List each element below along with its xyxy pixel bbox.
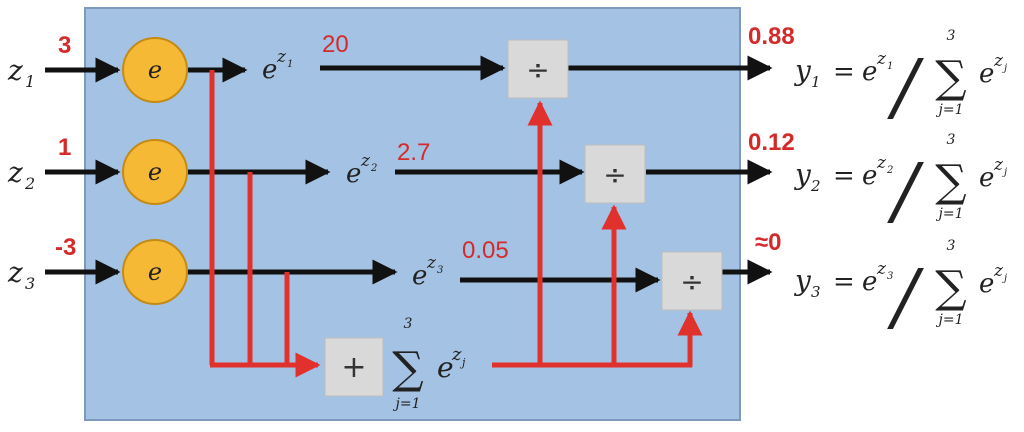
input-sub: 1 [25, 72, 35, 91]
sum-exp-base: e [979, 163, 994, 193]
input-sub: 3 [25, 274, 35, 293]
exp-sub: 1 [287, 59, 293, 70]
input-z3: z 3 -3 [7, 234, 76, 293]
equals-sign: = [833, 267, 855, 297]
input-value: -3 [55, 234, 76, 261]
exp-value: 0.05 [462, 237, 509, 264]
sum-upper-limit: 3 [947, 28, 956, 44]
output-y1: 0.88 y 1 = e z 1 / 3 ∑ j=1 e z j [748, 23, 1007, 130]
input-sub: 2 [24, 174, 35, 193]
sigma-symbol: ∑ [935, 156, 966, 207]
exp-node-label: e [148, 56, 162, 84]
output-exp-var: z [876, 153, 887, 173]
divide-box-1: ÷ [507, 39, 569, 99]
input-z1: z 1 3 [7, 32, 71, 91]
output-value: ≈0 [755, 229, 782, 256]
exp-node-label: e [148, 258, 162, 286]
exp-sub: 3 [437, 265, 443, 276]
sum-exp-base: e [437, 351, 454, 384]
output-exp-var: z [876, 259, 887, 279]
divide-symbol: ÷ [680, 265, 703, 298]
output-value: 0.88 [748, 23, 795, 50]
exp-output-2: e z 2 2.7 [346, 139, 430, 189]
sum-exp-base: e [979, 59, 994, 89]
sigma-symbol: ∑ [935, 262, 966, 313]
sum-exp-base: e [979, 269, 994, 299]
exp-base: e [412, 261, 427, 291]
sum-exp-var: z [451, 344, 462, 365]
fraction-slash: / [887, 148, 924, 234]
sum-box: + [324, 337, 384, 397]
sum-upper-limit: 3 [404, 316, 413, 332]
output-sub: 3 [811, 283, 821, 301]
exp-var: z [360, 151, 371, 171]
exp-var: z [276, 47, 287, 67]
sigma-symbol: ∑ [935, 52, 966, 103]
sum-exp-sub: j [1002, 273, 1007, 284]
equals-sign: = [833, 57, 855, 87]
output-y2: 0.12 y 2 = e z 2 / 3 ∑ j=1 e z j [748, 129, 1007, 234]
output-exp-base: e [862, 161, 877, 191]
sum-lower-limit: j=1 [393, 396, 421, 412]
sum-exp-var: z [993, 155, 1004, 175]
exp-node-2: e [122, 139, 188, 205]
divide-symbol: ÷ [603, 158, 626, 191]
output-var: y [793, 158, 812, 191]
input-z2: z 2 1 [7, 134, 71, 193]
input-var: z [7, 54, 23, 87]
exp-base: e [262, 55, 277, 85]
divide-box-3: ÷ [661, 251, 723, 311]
sum-lower-limit: j=1 [936, 206, 964, 222]
exp-value: 2.7 [397, 139, 430, 166]
output-exp-sub: 2 [886, 165, 893, 176]
sum-exp-var: z [993, 261, 1004, 281]
exp-node-3: e [122, 239, 188, 305]
output-exp-var: z [876, 49, 887, 69]
input-value: 3 [58, 32, 71, 59]
black-arrows [45, 55, 773, 293]
output-var: y [793, 264, 812, 297]
sum-exp-var: z [993, 51, 1004, 71]
sum-exp-sub: j [459, 356, 466, 369]
exp-sub: 2 [370, 163, 377, 174]
output-var: y [793, 54, 812, 87]
fraction-slash: / [887, 254, 924, 340]
exp-base: e [346, 159, 361, 189]
sum-lower-limit: j=1 [936, 312, 964, 328]
exp-node-label: e [148, 158, 162, 186]
input-value: 1 [58, 134, 71, 161]
exp-output-3: e z 3 0.05 [412, 237, 509, 291]
exp-var: z [426, 253, 437, 273]
output-value: 0.12 [748, 129, 795, 156]
output-exp-base: e [862, 267, 877, 297]
plus-symbol: + [341, 350, 366, 385]
diagram-panel [84, 7, 741, 421]
sum-lower-limit: j=1 [936, 102, 964, 118]
fraction-slash: / [887, 44, 924, 130]
exp-value: 20 [322, 31, 349, 58]
exp-node-1: e [122, 37, 188, 103]
output-exp-sub: 1 [887, 61, 893, 72]
input-var: z [7, 256, 23, 289]
divide-symbol: ÷ [526, 53, 549, 86]
output-exp-sub: 3 [887, 271, 893, 282]
output-sub: 2 [810, 177, 821, 195]
red-arrows [209, 70, 703, 378]
sum-upper-limit: 3 [947, 132, 956, 148]
output-sub: 1 [811, 73, 821, 91]
equals-sign: = [833, 161, 855, 191]
sum-expression: 3 ∑ j=1 e z j [392, 316, 466, 412]
output-y3: ≈0 y 3 = e z 3 / 3 ∑ j=1 e z j [755, 229, 1007, 340]
input-var: z [7, 156, 23, 189]
sum-exp-sub: j [1002, 167, 1007, 178]
sum-upper-limit: 3 [947, 238, 956, 254]
output-exp-base: e [862, 57, 877, 87]
sum-exp-sub: j [1002, 63, 1007, 74]
exp-output-1: e z 1 20 [262, 31, 349, 85]
divide-box-2: ÷ [584, 144, 646, 204]
sigma-symbol: ∑ [392, 343, 423, 394]
